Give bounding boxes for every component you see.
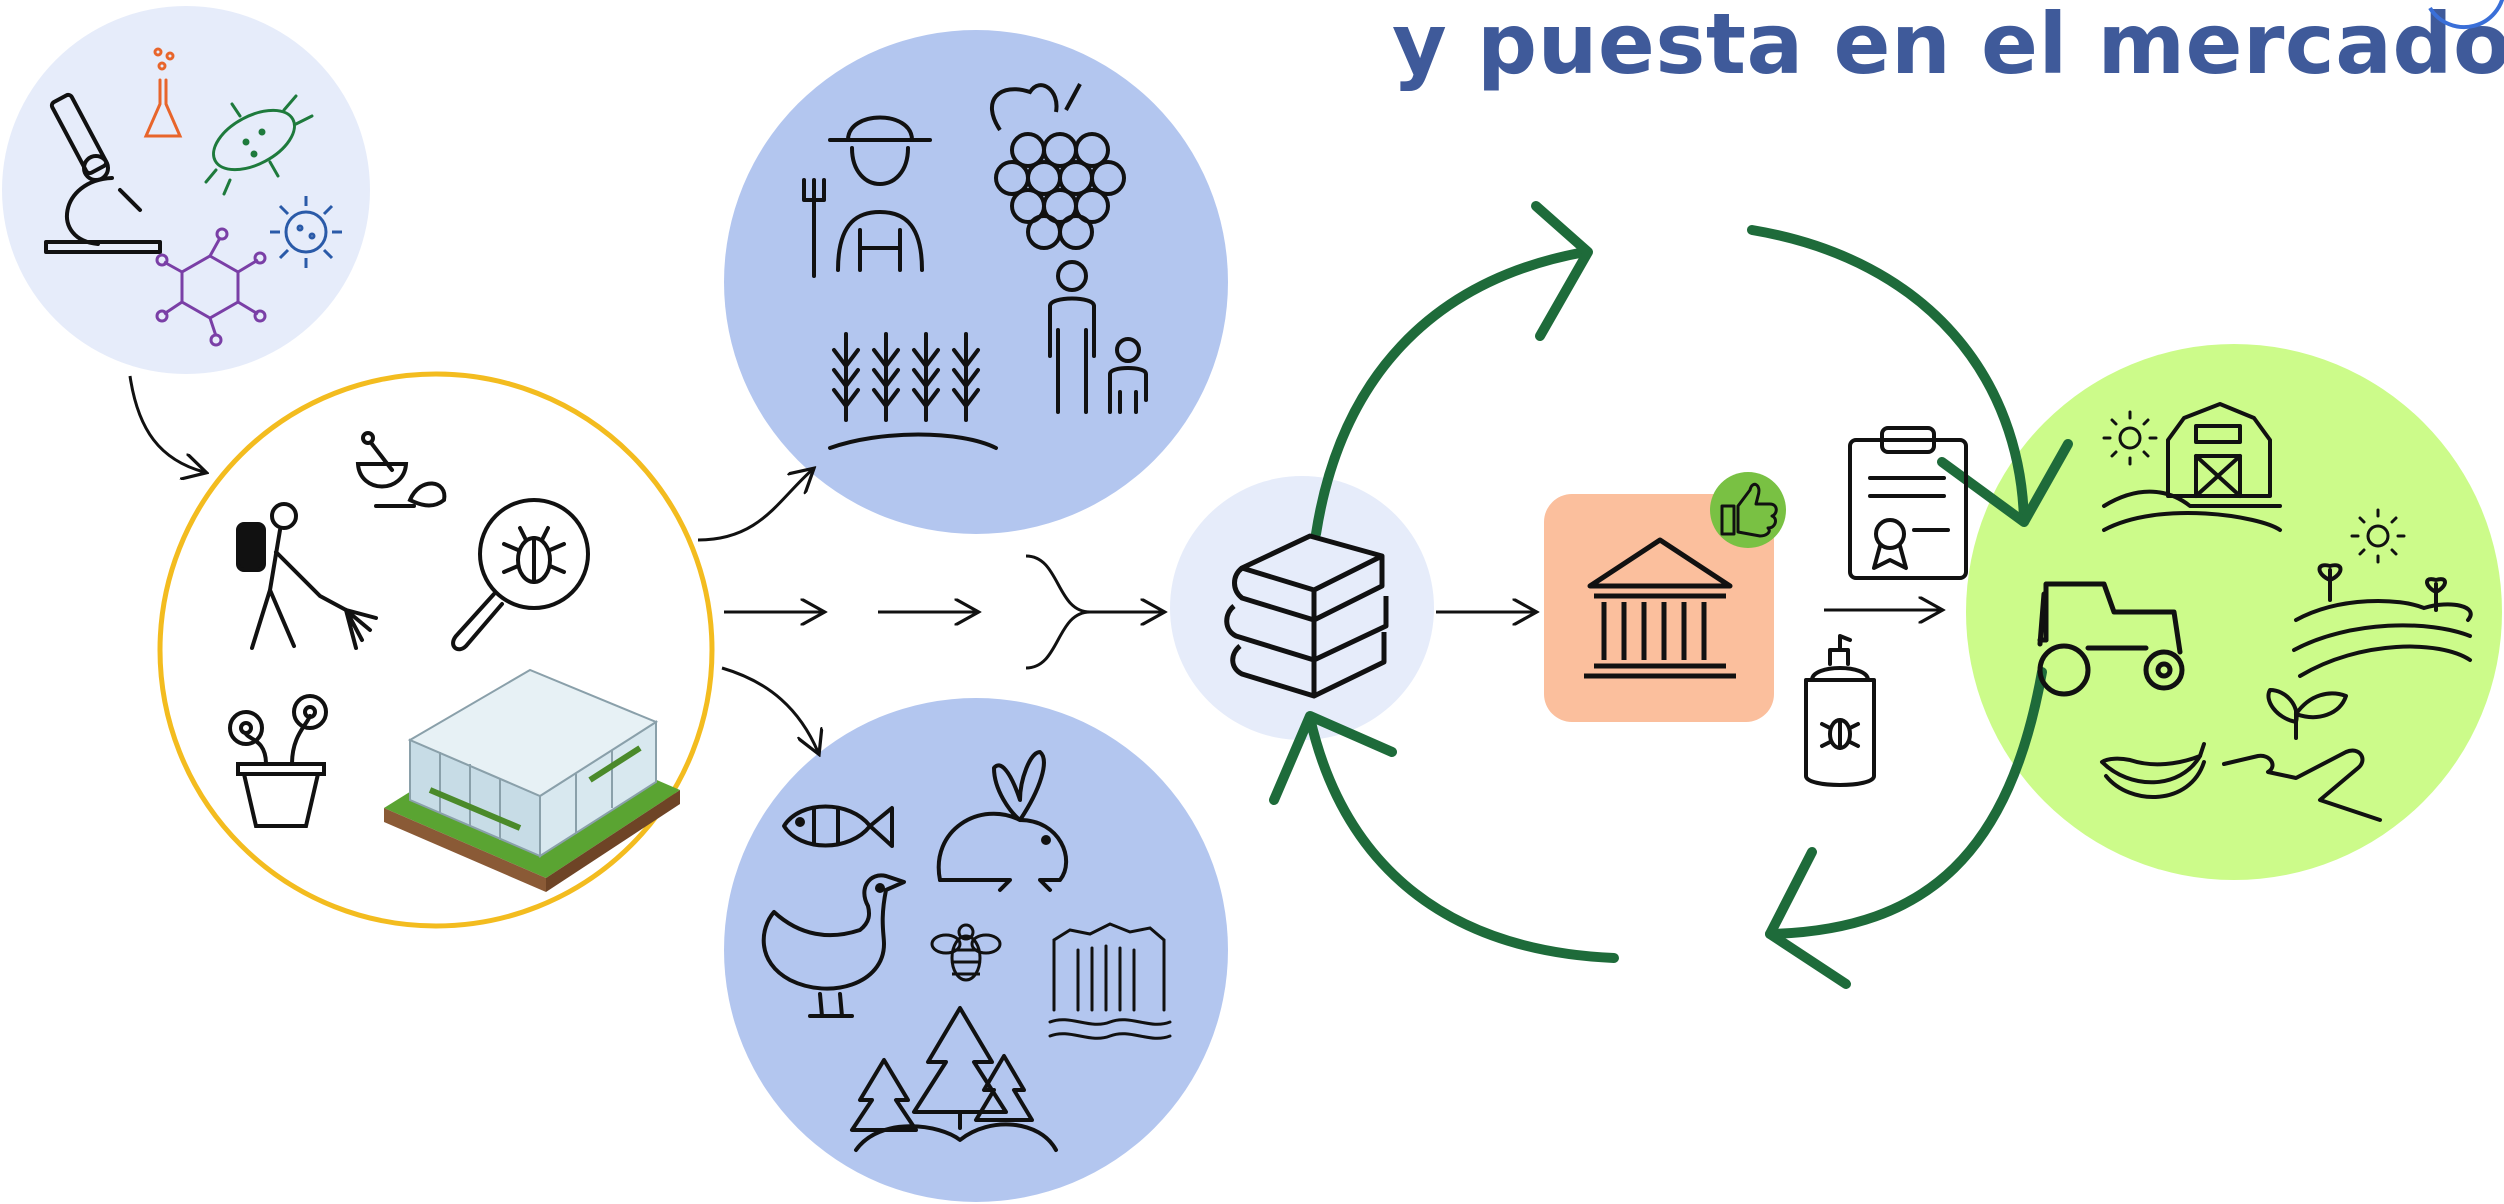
- arrow-merge-upper: [1025, 554, 1162, 612]
- books-icon: [1224, 533, 1389, 699]
- cycle-arrowhead-top-right: [1937, 439, 2073, 527]
- banana-icon: [2100, 742, 2206, 799]
- certificate-icon: [1848, 426, 1968, 580]
- flower-pot-icon: [228, 694, 328, 828]
- sun-icon: [2102, 410, 2406, 564]
- flow-arrows: [128, 375, 1940, 752]
- human-health-circle: [724, 30, 1228, 534]
- family-icon: [1048, 260, 1148, 414]
- arrow-merge-lower: [1025, 610, 1091, 670]
- tractor-icon: [2037, 581, 2185, 697]
- forest-icon: [850, 1006, 1058, 1152]
- hand-plant-icon: [2222, 688, 2382, 822]
- farmer-icon: [802, 115, 932, 278]
- cycle-arrowhead-bottom-right: [1765, 847, 1851, 989]
- wheat-icon: [828, 332, 998, 450]
- cycle-arrowhead-top-left: [1531, 201, 1593, 341]
- mortar-icon: [355, 431, 447, 508]
- duck-icon: [761, 873, 906, 1018]
- cycle-arrow-bottom-right: [1765, 667, 2047, 939]
- lab-circle: [2, 6, 370, 374]
- waterfall-icon: [1048, 922, 1172, 1040]
- arrow-lab-to-field: [128, 375, 204, 472]
- cycle-arrowhead-bottom-left: [1269, 711, 1397, 805]
- cycle-arrow-top-left: [1311, 247, 1590, 539]
- microscope-icon: [44, 92, 162, 254]
- books-circle: [1170, 476, 1434, 740]
- cycle-arrows: [1269, 201, 2073, 989]
- sprout-field-icon: [2292, 563, 2473, 678]
- fish-icon: [782, 804, 894, 848]
- pesticide-can-icon: [1804, 634, 1876, 787]
- thumbs-up-icon: [1710, 472, 1786, 548]
- corner-badge-arc: [2428, 0, 2504, 30]
- bacteria-icon: [204, 94, 314, 196]
- market-circle: [1966, 344, 2502, 880]
- greenhouse-icon: [384, 668, 680, 892]
- virus-icon: [270, 196, 342, 268]
- sprayer-person-icon: [236, 502, 378, 650]
- molecule-icon: [155, 227, 267, 347]
- flask-icon: [143, 47, 183, 138]
- cycle-arrow-top-right: [1747, 225, 2029, 525]
- bee-icon: [930, 923, 1002, 982]
- bug-magnifier-icon: [451, 498, 590, 652]
- barn-icon: [2102, 402, 2282, 532]
- rabbit-icon: [936, 750, 1069, 892]
- diagram-title: y puesta en el mercado: [1392, 0, 2504, 93]
- arrow-field-to-environment: [721, 666, 818, 752]
- arrow-field-to-health: [697, 470, 812, 542]
- grapes-icon: [989, 83, 1126, 250]
- cycle-arrow-bottom-left: [1305, 713, 1619, 963]
- government-building-icon: [1584, 537, 1736, 679]
